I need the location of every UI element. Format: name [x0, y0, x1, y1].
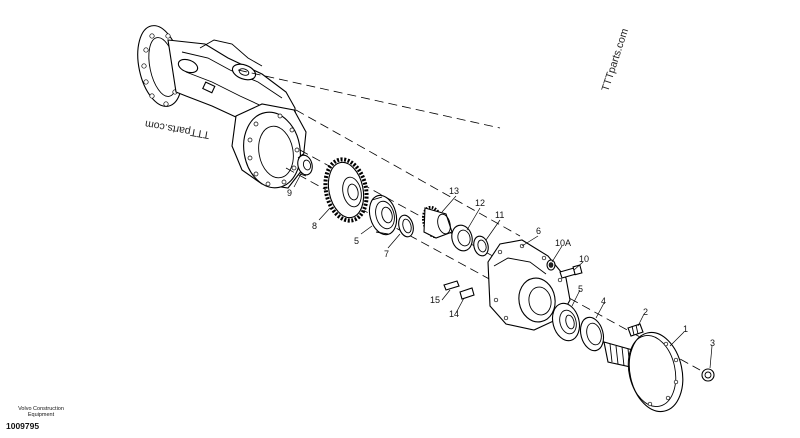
part-9-nut [297, 153, 313, 177]
axle-housing [137, 25, 307, 189]
callout-10: 10 [579, 254, 589, 264]
brand-text: Volvo Construction Equipment [6, 406, 76, 418]
callout-3: 3 [710, 338, 715, 348]
part-5-bearing-lower [551, 302, 581, 342]
callout-8: 8 [312, 221, 317, 231]
callouts: 9 8 5 7 13 12 11 6 10A 10 15 14 5 4 2 1 … [287, 186, 715, 348]
callout-15: 15 [430, 295, 440, 305]
part-2-stud [627, 323, 644, 337]
part-4-seal [579, 316, 605, 352]
callout-11: 11 [495, 210, 504, 220]
callout-13: 13 [449, 186, 459, 196]
watermark-left: TTTparts.com [144, 118, 211, 141]
part-10a-washer [546, 259, 556, 271]
part-5-bearing-upper [368, 194, 398, 236]
callout-2: 2 [643, 307, 648, 317]
part-10-bolt [559, 264, 583, 279]
callout-5-lower: 5 [578, 284, 583, 294]
part-15-pin [443, 280, 460, 291]
drawing-number: 1009795 [6, 421, 40, 431]
callout-5-upper: 5 [354, 236, 359, 246]
part-11-ring [473, 235, 489, 257]
part-1-hub-shaft [603, 331, 684, 413]
part-14-pin [459, 287, 475, 300]
callout-10a: 10A [555, 238, 571, 248]
callout-12: 12 [475, 198, 485, 208]
leader-lines [293, 171, 713, 369]
callout-4: 4 [601, 296, 606, 306]
callout-14: 14 [449, 309, 459, 319]
part-8-planet-gear [323, 157, 369, 223]
callout-1: 1 [683, 324, 688, 334]
part-3-nut [701, 368, 715, 382]
callout-7: 7 [384, 249, 389, 259]
part-13-pinion [421, 205, 453, 239]
brand-line-1: Volvo Construction [18, 406, 64, 412]
callout-6: 6 [536, 226, 541, 236]
brand-line-2: Equipment [27, 412, 55, 418]
assembly-lines [237, 69, 701, 371]
watermark-right: TTTparts.com [599, 27, 631, 93]
callout-9: 9 [287, 188, 292, 198]
part-7-circlip [398, 214, 414, 238]
part-12-bearing [451, 224, 473, 252]
